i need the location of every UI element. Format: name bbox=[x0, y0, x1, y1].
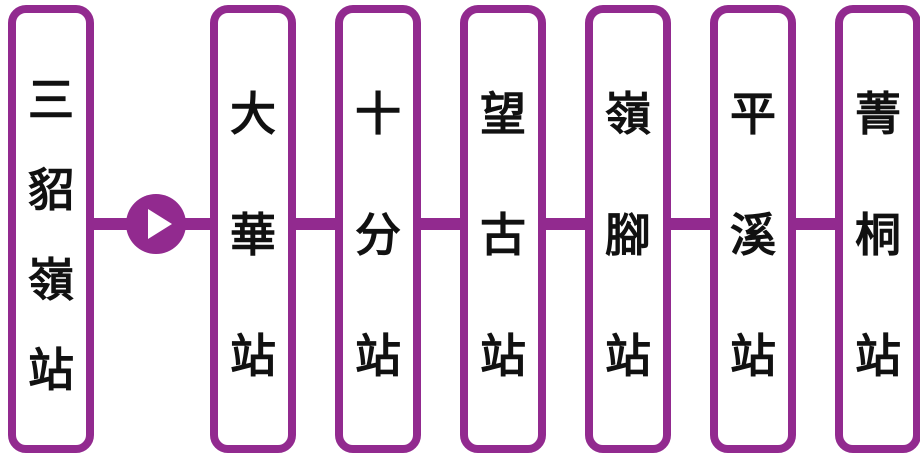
station-name-char: 菁 bbox=[855, 86, 901, 141]
arrow-triangle bbox=[148, 209, 172, 239]
station-jingtong: 菁 桐 站 bbox=[835, 5, 920, 453]
station-name-char: 大 bbox=[230, 86, 276, 141]
route-line bbox=[790, 218, 836, 230]
station-name-char: 腳 bbox=[605, 207, 651, 262]
station-name: 嶺 腳 站 bbox=[593, 13, 663, 445]
station-name-char: 站 bbox=[28, 343, 74, 397]
station-pingxi: 平 溪 站 bbox=[710, 5, 796, 453]
station-dahua: 大 華 站 bbox=[210, 5, 296, 453]
station-name-char: 站 bbox=[730, 329, 776, 384]
route-line bbox=[540, 218, 586, 230]
station-name-char: 站 bbox=[480, 329, 526, 384]
station-name-char: 古 bbox=[480, 207, 526, 262]
station-name: 大 華 站 bbox=[218, 13, 288, 445]
play-arrow-icon bbox=[126, 194, 186, 254]
station-name: 三 貂 嶺 站 bbox=[16, 13, 86, 445]
station-name-char: 華 bbox=[230, 207, 276, 262]
station-name-char: 十 bbox=[355, 86, 401, 141]
station-name-char: 嶺 bbox=[605, 86, 651, 141]
route-line bbox=[415, 218, 461, 230]
station-name-char: 嶺 bbox=[28, 253, 74, 307]
station-name-char: 站 bbox=[605, 329, 651, 384]
station-name: 十 分 站 bbox=[343, 13, 413, 445]
station-wanggu: 望 古 站 bbox=[460, 5, 546, 453]
station-name: 菁 桐 站 bbox=[843, 13, 913, 445]
station-name-char: 站 bbox=[355, 329, 401, 384]
station-name-char: 三 bbox=[28, 73, 74, 127]
route-line bbox=[290, 218, 336, 230]
route-line bbox=[665, 218, 711, 230]
station-shifen: 十 分 站 bbox=[335, 5, 421, 453]
station-name-char: 溪 bbox=[730, 207, 776, 262]
station-name-char: 站 bbox=[855, 329, 901, 384]
station-sandiaoling: 三 貂 嶺 站 bbox=[8, 5, 94, 453]
station-name: 望 古 站 bbox=[468, 13, 538, 445]
station-name-char: 桐 bbox=[855, 207, 901, 262]
station-name-char: 站 bbox=[230, 329, 276, 384]
station-name: 平 溪 站 bbox=[718, 13, 788, 445]
station-lingjiao: 嶺 腳 站 bbox=[585, 5, 671, 453]
station-name-char: 望 bbox=[480, 86, 526, 141]
station-name-char: 分 bbox=[355, 207, 401, 262]
station-name-char: 貂 bbox=[28, 163, 74, 217]
station-name-char: 平 bbox=[730, 86, 776, 141]
